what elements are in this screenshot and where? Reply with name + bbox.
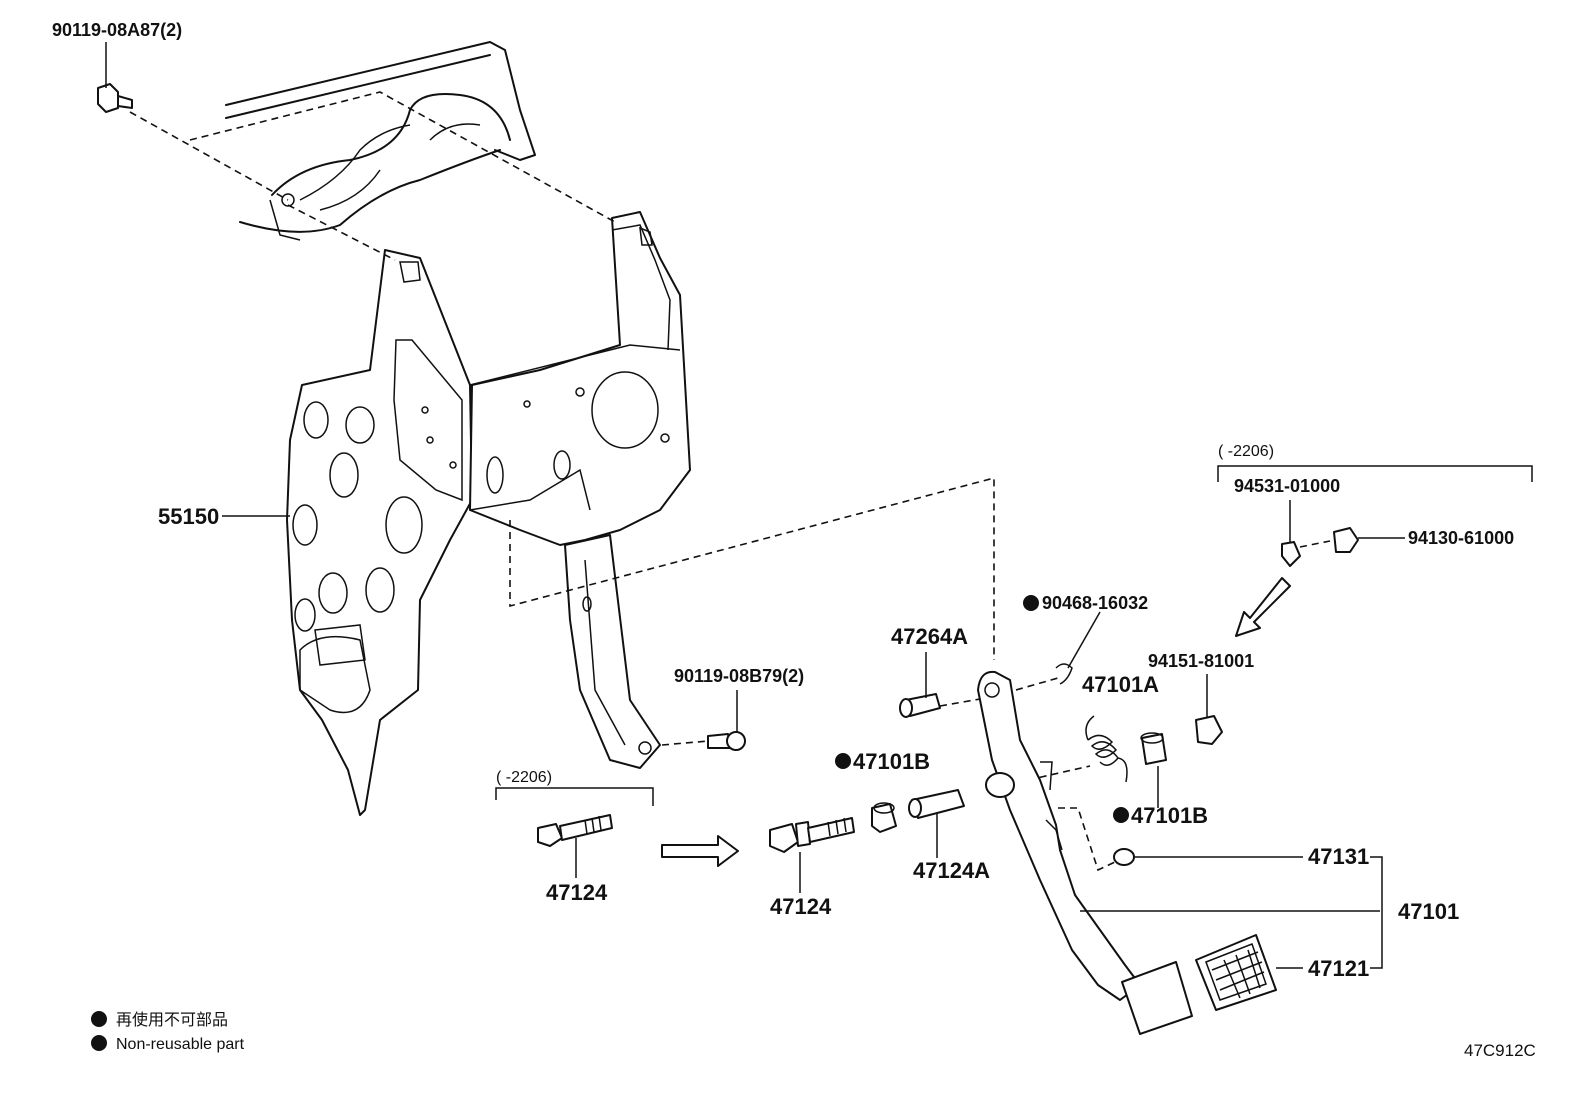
- label-bushing-47101B-right: 47101B: [1131, 803, 1208, 828]
- label-bracket-55150: 55150: [158, 504, 219, 529]
- bolt-47124-old-icon: [537, 814, 613, 847]
- arrow-down-left-icon: [1235, 577, 1291, 637]
- label-nut-94151-81001: 94151-81001: [1148, 651, 1254, 671]
- arrow-right-icon: [661, 835, 739, 867]
- label-washer-94531-01000: 94531-01000: [1234, 476, 1340, 496]
- label-range-right: ( -2206): [1218, 443, 1274, 460]
- bolt-47124-new-icon: [769, 817, 855, 853]
- cowl-panel: [225, 41, 536, 241]
- collar-47124A-icon: [908, 789, 965, 819]
- legend: 再使用不可部品 Non-reusable part: [91, 1010, 245, 1053]
- bushing-47101B-right-icon: [1140, 732, 1167, 765]
- label-collar-47124A: 47124A: [913, 858, 990, 883]
- label-pedal-pad-47121: 47121: [1308, 956, 1369, 981]
- bolt-90119-08A87-icon: [97, 83, 133, 113]
- nut-94130-61000-icon: [1333, 527, 1359, 553]
- label-nut-94130-61000: 94130-61000: [1408, 528, 1514, 548]
- label-bolt-47124-new: 47124: [770, 894, 832, 919]
- label-pedal-assy-47101: 47101: [1398, 899, 1459, 924]
- washer-94531-01000-icon: [1281, 541, 1301, 567]
- legend-text-en: Non-reusable part: [116, 1036, 245, 1053]
- label-stopper-47131: 47131: [1308, 844, 1369, 869]
- label-spring-47101A: 47101A: [1082, 672, 1159, 697]
- legend-bullet-icon: [91, 1011, 107, 1027]
- bushing-47101B-left-icon: [871, 802, 897, 833]
- label-bolt-90119-08A87: 90119-08A87(2): [52, 20, 182, 40]
- pedal-bracket-55150: [286, 249, 473, 816]
- clutch-pedal-arm: [977, 670, 1193, 1035]
- dashed-guides: [129, 91, 1331, 872]
- label-pin-47264A: 47264A: [891, 624, 968, 649]
- spring-47101A-icon: [1085, 715, 1128, 783]
- pedal-pad-47121-icon: [1195, 934, 1277, 1011]
- legend-bullet-icon: [91, 1035, 107, 1051]
- legend-text-jp: 再使用不可部品: [116, 1010, 228, 1029]
- label-range-left: ( -2206): [496, 769, 552, 786]
- bracket-arm: [564, 534, 661, 769]
- leader-lines: [105, 42, 1533, 969]
- label-clip-90468-16032: 90468-16032: [1042, 593, 1148, 613]
- label-bolt-90119-08B79: 90119-08B79(2): [674, 666, 804, 686]
- non-reusable-marker: [1023, 595, 1039, 611]
- upper-support-bracket: [469, 211, 691, 546]
- label-bolt-47124-old: 47124: [546, 880, 608, 905]
- bolt-90119-08B79-icon: [707, 731, 746, 751]
- nut-94151-81001-icon: [1195, 715, 1223, 745]
- label-bushing-47101B-left: 47101B: [853, 749, 930, 774]
- non-reusable-marker: [835, 753, 851, 769]
- stopper-47131-icon: [1113, 848, 1135, 866]
- clip-90468-16032-icon: [1055, 663, 1073, 685]
- pin-47264A-icon: [899, 693, 941, 718]
- non-reusable-marker: [1113, 807, 1129, 823]
- diagram-code: 47C912C: [1464, 1041, 1536, 1060]
